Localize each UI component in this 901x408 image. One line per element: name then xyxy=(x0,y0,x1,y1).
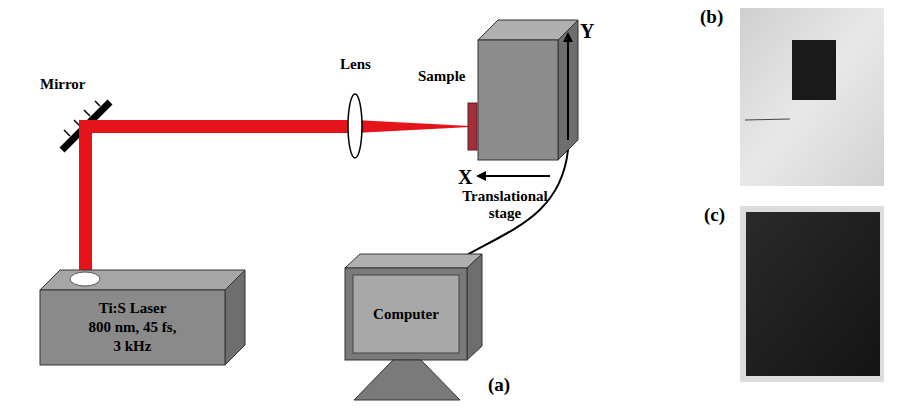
laser-box: Ti:S Laser800 nm, 45 fs, 3 kHz xyxy=(40,290,225,365)
laser-box xyxy=(40,270,245,365)
node-text: Ti:S Laser xyxy=(99,299,167,318)
sample-plate xyxy=(468,103,477,150)
panel-label: (a) xyxy=(488,374,510,396)
part-label: Lens xyxy=(340,56,371,73)
lens xyxy=(348,94,362,158)
part-label: Translational stage xyxy=(455,188,555,223)
sample-photo xyxy=(740,8,884,186)
part-label: Mirror xyxy=(40,76,86,93)
translational-stage xyxy=(478,20,578,176)
computer-monitor xyxy=(345,254,482,400)
node-text: Computer xyxy=(373,305,439,324)
node-text: 800 nm, 45 fs, 3 kHz xyxy=(86,318,180,356)
panel-label: (b) xyxy=(700,6,723,28)
laser-beam xyxy=(79,120,470,275)
panel-label: (c) xyxy=(704,204,725,226)
part-label: Sample xyxy=(418,68,466,85)
axis-label: X xyxy=(458,166,472,189)
axis-label: Y xyxy=(580,20,594,43)
cable xyxy=(445,150,568,268)
sample-photo xyxy=(740,206,884,382)
computer-box: Computer xyxy=(353,275,459,353)
